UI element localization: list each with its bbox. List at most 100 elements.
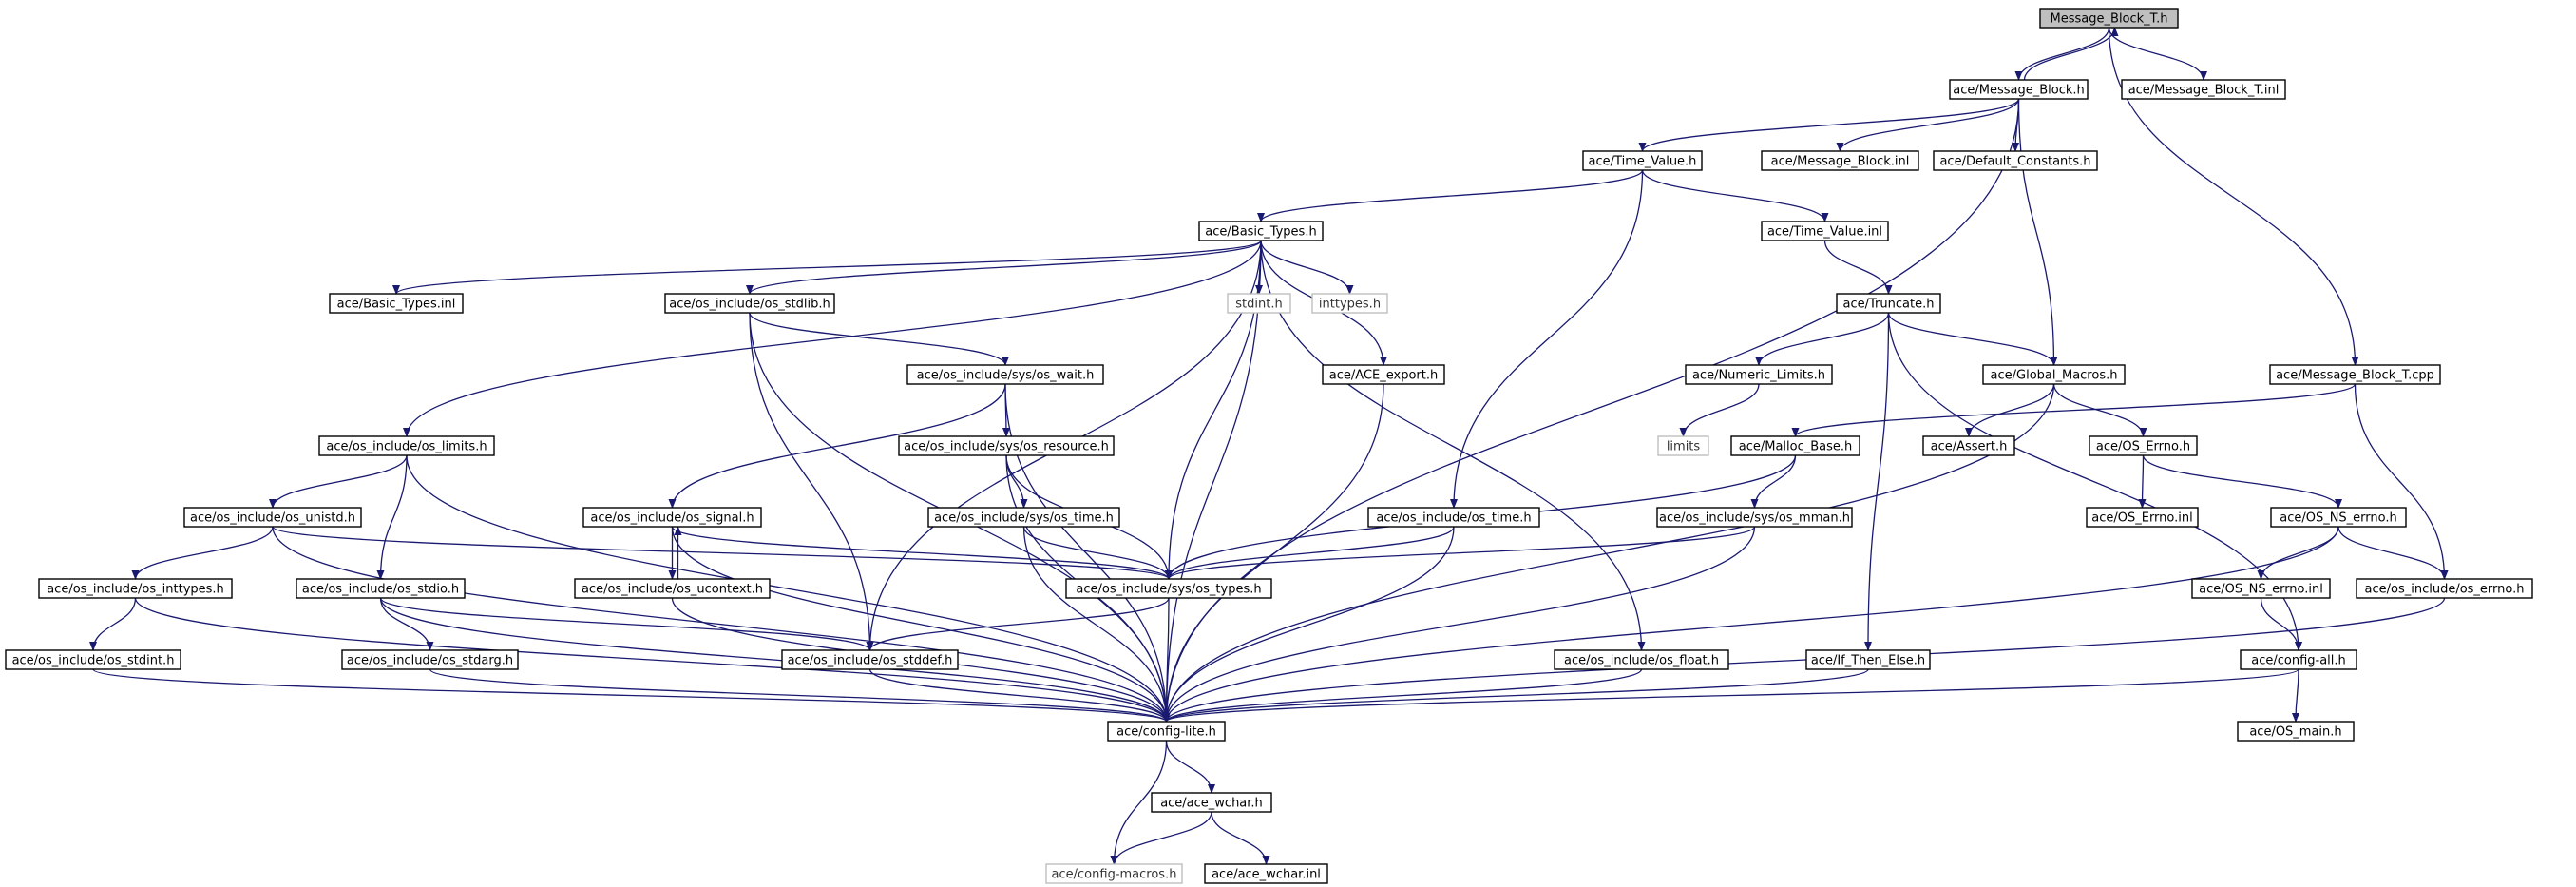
node-msgblock_inl[interactable]: ace/Message_Block.inl <box>1761 150 1919 171</box>
node-os_signal_h[interactable]: ace/os_include/os_signal.h <box>582 507 762 528</box>
node-label-sys_types_h: ace/os_include/sys/os_types.h <box>1076 583 1261 597</box>
edge-sys_types_h-to-os_stddef_h <box>866 597 1170 651</box>
node-sys_types_h[interactable]: ace/os_include/sys/os_types.h <box>1065 578 1272 599</box>
node-defconst_h[interactable]: ace/Default_Constants.h <box>1933 150 2098 171</box>
edge-timevalue_h-to-os_time_h <box>1450 169 1644 509</box>
node-box-configall_h <box>2240 649 2357 670</box>
node-sys_mman_h[interactable]: ace/os_include/sys/os_mman.h <box>1656 507 1853 528</box>
edge-os_stdint_h-to-configlite_h <box>92 668 1171 723</box>
node-ifthenelse_h[interactable]: ace/If_Then_Else.h <box>1805 649 1931 670</box>
node-msgblockT_cpp[interactable]: ace/Message_Block_T.cpp <box>2269 364 2441 385</box>
node-box-inttypes_h <box>1311 293 1388 314</box>
node-label-assert_h: ace/Assert.h <box>1931 440 2008 454</box>
node-oserrno_inl[interactable]: ace/OS_Errno.inl <box>2086 507 2199 528</box>
node-box-os_ucontext_h <box>574 578 771 599</box>
edge-configlite_h-to-ace_wchar_h <box>1165 740 1215 794</box>
node-basictypes_h[interactable]: ace/Basic_Types.h <box>1198 221 1324 241</box>
node-label-msgblock_inl: ace/Message_Block.inl <box>1771 155 1910 169</box>
edge-ace_export_h-to-configlite_h <box>1162 383 1384 723</box>
node-os_stdlib_h[interactable]: ace/os_include/os_stdlib.h <box>664 293 835 314</box>
edge-msgblock_h-to-configlite_h <box>1162 98 2020 723</box>
edge-os_errno_h-to-configlite_h <box>1162 597 2446 723</box>
node-msgblock_h[interactable]: ace/Message_Block.h <box>1949 79 2089 100</box>
node-truncate_h[interactable]: ace/Truncate.h <box>1836 293 1941 314</box>
edge-msgblock_h-to-msgblock_inl <box>1836 98 2020 152</box>
node-label-stdint_h: stdint.h <box>1235 298 1282 312</box>
node-box-defconst_h <box>1933 150 2098 171</box>
edge-basictypes_h-to-os_float_h <box>1260 240 1646 651</box>
node-label-os_inttypes_h: ace/os_include/os_inttypes.h <box>47 583 224 597</box>
node-ace_wchar_inl[interactable]: ace/ace_wchar.inl <box>1204 863 1328 884</box>
node-os_stdarg_h[interactable]: ace/os_include/os_stdarg.h <box>341 649 519 670</box>
node-box-limits <box>1657 435 1709 456</box>
node-box-timevalue_inl <box>1761 221 1889 241</box>
node-label-sys_resource_h: ace/os_include/sys/os_resource.h <box>904 440 1109 454</box>
node-assert_h[interactable]: ace/Assert.h <box>1922 435 2015 456</box>
node-box-assert_h <box>1922 435 2015 456</box>
node-osnserrno_inl[interactable]: ace/OS_NS_errno.inl <box>2191 578 2331 599</box>
edge-osnserrno_h-to-os_errno_h <box>2337 526 2449 580</box>
node-label-osmain_h: ace/OS_main.h <box>2249 725 2341 740</box>
node-os_stdint_h[interactable]: ace/os_include/os_stdint.h <box>5 649 181 670</box>
node-timevalue_h[interactable]: ace/Time_Value.h <box>1582 150 1703 171</box>
node-label-configmacros_h: ace/config-macros.h <box>1052 868 1177 882</box>
node-box-msgblockT_cpp <box>2269 364 2441 385</box>
node-timevalue_inl[interactable]: ace/Time_Value.inl <box>1761 221 1889 241</box>
edge-root-to-msgblock_h <box>2014 27 2110 81</box>
node-box-basictypes_inl <box>329 293 464 314</box>
node-globalmacros_h[interactable]: ace/Global_Macros.h <box>1982 364 2126 385</box>
node-mallocbase_h[interactable]: ace/Malloc_Base.h <box>1730 435 1860 456</box>
node-label-oserrno_h: ace/OS_Errno.h <box>2096 440 2190 454</box>
node-label-defconst_h: ace/Default_Constants.h <box>1939 155 2090 169</box>
node-inttypes_h: inttypes.h <box>1311 293 1388 314</box>
node-os_float_h[interactable]: ace/os_include/os_float.h <box>1554 649 1729 670</box>
node-numlimits_h[interactable]: ace/Numeric_Limits.h <box>1685 364 1833 385</box>
node-oserrno_h[interactable]: ace/OS_Errno.h <box>2089 435 2198 456</box>
edge-os_limits_h-to-os_unistd_h <box>269 454 408 509</box>
node-box-osmain_h <box>2237 721 2355 742</box>
edge-ifthenelse_h-to-configlite_h <box>1162 668 1869 723</box>
edge-msgblock_h-to-root <box>2023 27 2119 81</box>
node-os_errno_h[interactable]: ace/os_include/os_errno.h <box>2356 578 2533 599</box>
node-os_stdio_h[interactable]: ace/os_include/os_stdio.h <box>296 578 466 599</box>
node-os_stddef_h[interactable]: ace/os_include/os_stddef.h <box>781 649 959 670</box>
node-box-ace_wchar_h <box>1151 792 1272 813</box>
node-ace_export_h[interactable]: ace/ACE_export.h <box>1322 364 1445 385</box>
node-box-stdint_h <box>1227 293 1291 314</box>
node-os_inttypes_h[interactable]: ace/os_include/os_inttypes.h <box>38 578 233 599</box>
node-basictypes_inl[interactable]: ace/Basic_Types.inl <box>329 293 464 314</box>
node-box-sys_time_h <box>927 507 1120 528</box>
node-sys_time_h[interactable]: ace/os_include/sys/os_time.h <box>927 507 1120 528</box>
edge-basictypes_h-to-basictypes_inl <box>392 240 1262 295</box>
node-label-mallocbase_h: ace/Malloc_Base.h <box>1739 440 1853 454</box>
node-root[interactable]: Message_Block_T.h <box>2039 8 2179 29</box>
node-label-os_float_h: ace/os_include/os_float.h <box>1564 654 1719 668</box>
node-box-msgblock_inl <box>1761 150 1919 171</box>
node-os_ucontext_h[interactable]: ace/os_include/os_ucontext.h <box>574 578 771 599</box>
node-ace_wchar_h[interactable]: ace/ace_wchar.h <box>1151 792 1272 813</box>
node-box-os_stdlib_h <box>664 293 835 314</box>
edge-configlite_h-to-configmacros_h <box>1110 740 1168 865</box>
node-box-configlite_h <box>1107 721 1226 742</box>
edge-truncate_h-to-numlimits_h <box>1755 312 1890 366</box>
node-box-os_unistd_h <box>183 507 362 528</box>
node-osnserrno_h[interactable]: ace/OS_NS_errno.h <box>2270 507 2407 528</box>
node-msgblockT_inl[interactable]: ace/Message_Block_T.inl <box>2121 79 2286 100</box>
edge-os_stddef_h-to-configlite_h <box>868 668 1171 723</box>
node-osmain_h[interactable]: ace/OS_main.h <box>2237 721 2355 742</box>
edge-os_stdio_h-to-configlite_h <box>379 597 1171 723</box>
node-configlite_h[interactable]: ace/config-lite.h <box>1107 721 1226 742</box>
node-box-os_errno_h <box>2356 578 2533 599</box>
node-label-os_stdio_h: ace/os_include/os_stdio.h <box>302 583 459 597</box>
node-label-msgblock_h: ace/Message_Block.h <box>1953 84 2085 98</box>
node-sys_wait_h[interactable]: ace/os_include/sys/os_wait.h <box>906 364 1104 385</box>
node-box-msgblockT_inl <box>2121 79 2286 100</box>
node-os_time_h[interactable]: ace/os_include/os_time.h <box>1367 507 1540 528</box>
node-configall_h[interactable]: ace/config-all.h <box>2240 649 2357 670</box>
node-os_limits_h[interactable]: ace/os_include/os_limits.h <box>318 435 495 456</box>
node-os_unistd_h[interactable]: ace/os_include/os_unistd.h <box>183 507 362 528</box>
edge-os_time_h-to-configlite_h <box>1162 526 1455 723</box>
node-sys_resource_h[interactable]: ace/os_include/sys/os_resource.h <box>898 435 1115 456</box>
edge-osnserrno_h-to-configlite_h <box>1162 526 2339 723</box>
edge-truncate_h-to-ifthenelse_h <box>1864 312 1890 651</box>
